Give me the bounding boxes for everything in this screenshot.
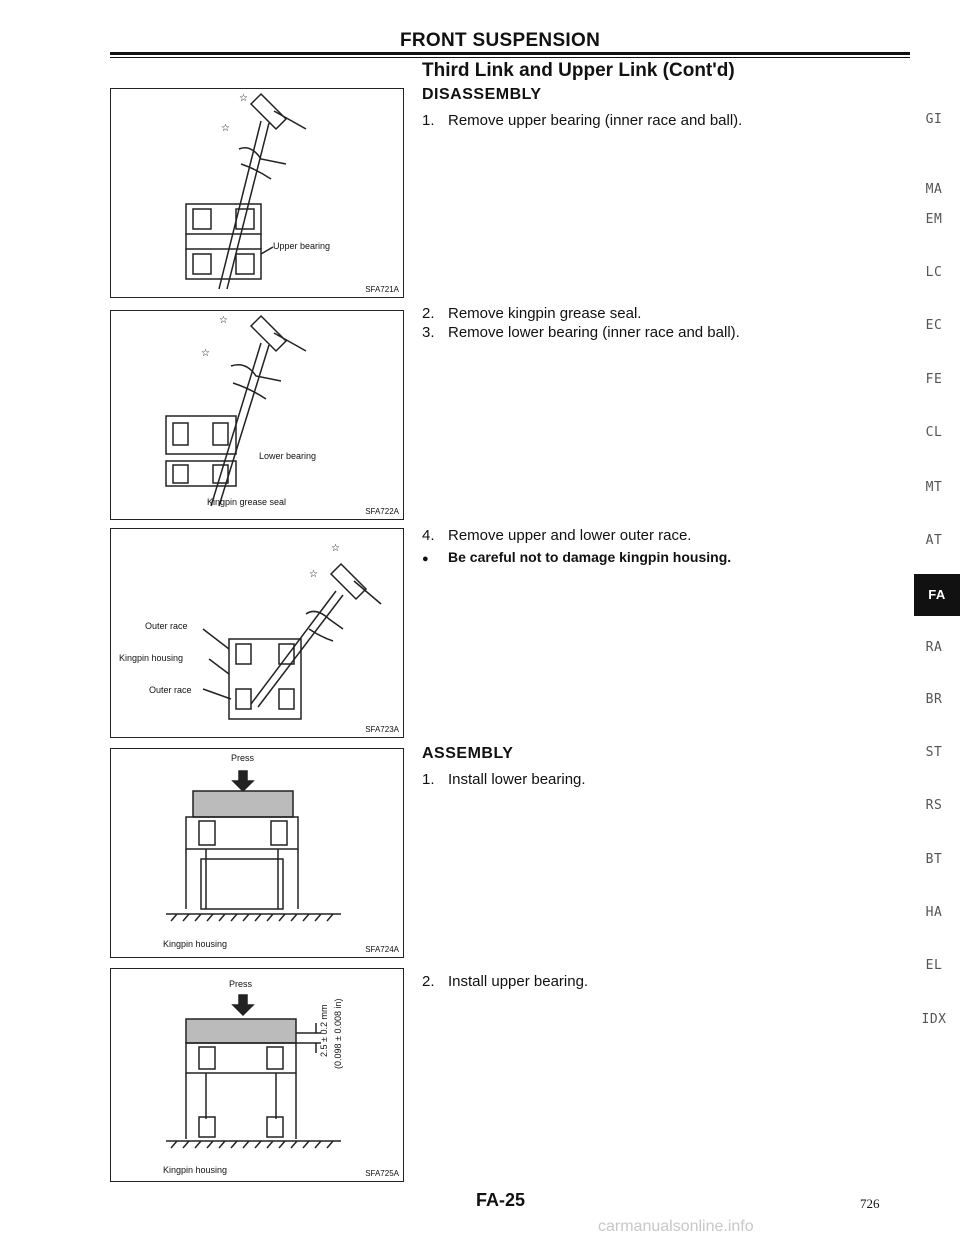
lower-bearing-illustration: ☆ ☆ [165, 314, 307, 507]
label-press: Press [229, 979, 253, 989]
label-dimension-in: (0.098 ± 0.008 in) [333, 998, 343, 1069]
caution-note: ● Be careful not to damage kingpin housin… [422, 549, 731, 565]
step-text: Remove lower bearing (inner race and bal… [448, 324, 740, 341]
tab-mt[interactable]: MT [925, 480, 943, 495]
disassembly-step-4: 4. Remove upper and lower outer race. [422, 527, 691, 544]
tab-at[interactable]: AT [925, 533, 943, 548]
caution-text: Be careful not to damage kingpin housing… [448, 549, 732, 565]
step-text: Install upper bearing. [448, 973, 589, 990]
page-count: 726 [860, 1196, 880, 1211]
svg-text:☆: ☆ [201, 348, 210, 359]
tab-bt[interactable]: BT [925, 852, 943, 867]
tab-gi[interactable]: GI [925, 112, 943, 127]
page-number: FA-25 [476, 1190, 526, 1210]
outer-race-illustration: ☆ ☆ [202, 543, 382, 720]
title-rule [110, 52, 910, 55]
figure-code: SFA724A [365, 945, 399, 954]
label-upper-bearing: Upper bearing [273, 241, 331, 251]
disassembly-step-3: 3. Remove lower bearing (inner race and b… [422, 324, 740, 341]
tab-el[interactable]: EL [925, 958, 943, 973]
step-text: Install lower bearing. [448, 771, 586, 788]
figure-install-lower-bearing: Press Kingpin housing SFA724A [110, 748, 404, 958]
step-number: 2. [422, 305, 435, 322]
figure-upper-bearing: ☆ ☆ Upper bearing SFA721A [110, 88, 404, 298]
assembly-step-1: 1. Install lower bearing. [422, 771, 586, 788]
tab-lc[interactable]: LC [925, 265, 943, 280]
figure-code: SFA722A [365, 507, 399, 516]
step-text: Remove upper bearing (inner race and bal… [448, 112, 743, 129]
tab-ha[interactable]: HA [925, 905, 943, 920]
bullet-icon: ● [422, 553, 429, 565]
step-number: 3. [422, 324, 435, 341]
tab-fe[interactable]: FE [925, 372, 943, 387]
label-kingpin-housing: Kingpin housing [163, 939, 228, 949]
label-press: Press [231, 753, 255, 763]
step-text: Remove kingpin grease seal. [448, 305, 642, 322]
step-text: Remove upper and lower outer race. [448, 527, 692, 544]
step-number: 1. [422, 112, 435, 129]
press-lower-bearing-illustration [166, 770, 341, 922]
label-kingpin-grease-seal: Kingpin grease seal [207, 497, 287, 507]
tab-ma[interactable]: MA [925, 182, 943, 197]
svg-text:☆: ☆ [221, 123, 230, 134]
title-rule-thin [110, 57, 910, 58]
tab-cl[interactable]: CL [925, 425, 943, 440]
watermark: carmanualsonline.info [598, 1218, 754, 1235]
tab-st[interactable]: ST [925, 745, 943, 760]
page-title: FRONT SUSPENSION [400, 30, 601, 51]
tab-fa[interactable]: FA [914, 574, 960, 616]
figure-code: SFA721A [365, 285, 399, 294]
label-kingpin-housing: Kingpin housing [163, 1165, 228, 1175]
tab-rs[interactable]: RS [925, 798, 943, 813]
upper-bearing-illustration: ☆ ☆ [185, 92, 307, 290]
svg-text:☆: ☆ [219, 315, 228, 326]
figure-code: SFA725A [365, 1169, 399, 1178]
disassembly-heading: DISASSEMBLY [422, 86, 542, 103]
label-lower-bearing: Lower bearing [259, 451, 317, 461]
tab-idx[interactable]: IDX [921, 1012, 947, 1027]
tab-ra[interactable]: RA [925, 640, 943, 655]
svg-text:☆: ☆ [309, 569, 318, 580]
label-dimension-mm: 2.5 ± 0.2 mm [319, 1004, 329, 1057]
disassembly-step-1: 1. Remove upper bearing (inner race and b… [422, 112, 742, 129]
label-outer-race-lower: Outer race [149, 685, 192, 695]
step-number: 2. [422, 973, 435, 990]
step-number: 1. [422, 771, 435, 788]
tab-br[interactable]: BR [925, 692, 943, 707]
label-outer-race-upper: Outer race [145, 621, 188, 631]
step-number: 4. [422, 527, 435, 544]
press-upper-bearing-illustration [166, 994, 341, 1149]
assembly-heading: ASSEMBLY [422, 745, 514, 762]
svg-text:☆: ☆ [331, 543, 340, 554]
figure-lower-bearing: ☆ ☆ Lower bearing Kingpin grease seal SF… [110, 310, 404, 520]
tab-em[interactable]: EM [925, 212, 943, 227]
tab-ec[interactable]: EC [925, 318, 943, 333]
figure-code: SFA723A [365, 725, 399, 734]
assembly-step-2: 2. Install upper bearing. [422, 973, 588, 990]
figure-outer-race: ☆ ☆ Outer race Kingpin housing Outer rac… [110, 528, 404, 738]
svg-text:☆: ☆ [239, 93, 248, 104]
label-kingpin-housing: Kingpin housing [119, 653, 184, 663]
figure-install-upper-bearing: Press 2.5 ± 0.2 mm (0.098 ± 0.008 in) Ki… [110, 968, 404, 1182]
disassembly-step-2: 2. Remove kingpin grease seal. [422, 305, 641, 322]
section-title: Third Link and Upper Link (Cont'd) [422, 60, 735, 81]
